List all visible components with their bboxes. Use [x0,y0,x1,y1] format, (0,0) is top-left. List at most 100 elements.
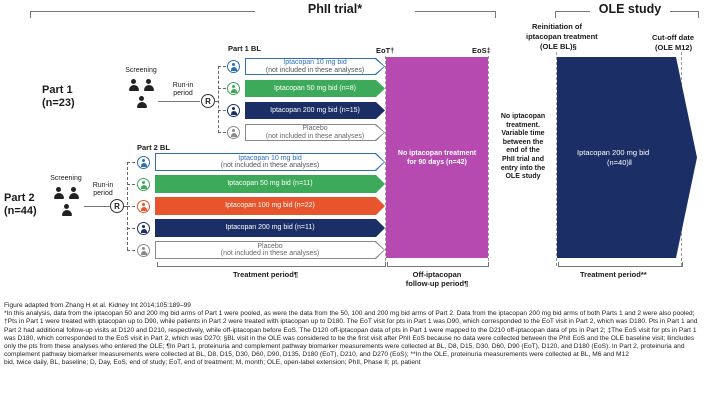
eos-dashed-line [488,56,489,266]
part1-branch-to-arm4 [218,132,226,133]
treatment-period-label: Treatment period¶ [233,270,299,279]
part1-branch-to-arm3 [218,110,226,111]
part2-screening-connector [84,206,110,207]
footnotes: Figure adapted from Zhang H et al. Kidne… [4,302,706,368]
part1-screening-person-icon [128,79,139,92]
offip-period-line1: Off-iptacopan [412,270,462,279]
part1-branch-to-arm1 [218,66,226,67]
ole-treatment-bracket [558,262,683,267]
phase2-header-tick-right [495,11,496,18]
part1-branch-vertical [218,66,219,133]
part2-arm-placebo-label: Placebo [257,242,283,250]
eos-label: EoS‡ [472,46,491,55]
footnote-main: *In this analysis, data from the iptacop… [4,310,698,359]
reinit-label-2: iptacopan treatment [526,32,598,41]
user-avatar-icon [137,244,150,257]
part1-arm-200mg-label: Iptacopan 200 mg bid (n=15) [270,106,360,114]
user-avatar-icon [227,104,240,117]
phase2-header-line-right [415,11,495,12]
ole-header-tick-right [698,11,699,18]
part2-arm-50mg: Iptacopan 50 mg bid (n=11) [155,175,385,193]
part1-title: Part 1 (n=23) [42,84,75,110]
part1-name: Part 1 [42,84,73,96]
ole-header-tick-left [555,11,556,18]
part2-screening-person-icon [68,187,79,200]
ole-box-label: Iptacopan 200 mg bid [577,147,650,157]
part2-branch-to-arm5 [127,250,135,251]
part2-title: Part 2 (n=44) [4,192,37,218]
part1-screening-person-icon [136,96,147,109]
gap-line2: treatment. [506,121,540,129]
part2-runin-label: Run-in period [86,182,120,198]
user-avatar-icon [137,200,150,213]
footnote-adapted: Figure adapted from Zhang H et al. Kidne… [4,302,191,309]
part1-arm-50mg: Iptacopan 50 mg bid (n=8) [245,80,385,97]
part1-screening-connector [158,101,200,102]
ole-bl-dashed-line [556,52,557,266]
user-avatar-icon [227,60,240,73]
part2-arm-10mg-note: (not included in these analyses) [220,162,320,169]
part2-screening-person-icon [53,187,64,200]
cutoff-label-1: Cut-off date [652,33,695,42]
part1-arm-placebo: Placebo (not included in these analyses) [245,124,385,141]
user-avatar-icon [137,178,150,191]
part2-arm-200mg: Iptacopan 200 mg bid (n=11) [155,219,385,237]
footnote-abbrev: bid, twice daily, BL, baseline; D, Day, … [4,359,421,367]
part2-arm-10mg-label: Iptacopan 10 mg bid [238,154,302,162]
ole-box: Iptacopan 200 mg bid (n=40)‖ [557,57,697,258]
eot-label: EoT† [376,46,395,55]
ole-header: OLE study [598,2,662,16]
gap-line6: PhII trial and [501,155,544,163]
offip-period-bracket [387,262,489,267]
part2-runin-line1: Run-in [92,182,114,189]
eot-dashed-line [385,56,386,266]
part1-bl-label: Part 1 BL [228,44,261,53]
user-avatar-icon [137,156,150,169]
phase2-header-line-left [30,11,255,12]
part2-screening-label: Screening [50,175,82,182]
part2-bl-label: Part 2 BL [137,143,170,152]
followup-line1: No iptacopan treatment [397,149,477,157]
part2-branch-to-arm1 [127,162,135,163]
followup-box: No iptacopan treatment for 90 days (n=42… [386,57,488,258]
part2-branch-to-arm3 [127,206,135,207]
gap-line4: between the [502,138,544,146]
part2-branch-to-arm4 [127,228,135,229]
part2-screening-person-icon [61,204,72,217]
gap-line8: OLE study [505,173,541,181]
part1-arm-200mg: Iptacopan 200 mg bid (n=15) [245,102,385,119]
part1-r-connector [214,101,218,102]
part2-arm-10mg: Iptacopan 10 mg bid (not included in the… [155,153,385,171]
part2-arm-placebo: Placebo (not included in these analyses) [155,241,385,259]
part1-arm-50mg-label: Iptacopan 50 mg bid (n=8) [274,84,356,92]
part2-arm-100mg: Iptacopan 100 mg bid (n=22) [155,197,385,215]
followup-line2: for 90 days (n=42) [407,158,467,166]
part1-branch-to-arm2 [218,88,226,89]
ole-header-line-right [670,11,698,12]
part2-arm-100mg-label: Iptacopan 100 mg bid (n=22) [225,202,315,210]
ole-treatment-period-label: Treatment period** [580,270,647,279]
part2-arm-50mg-label: Iptacopan 50 mg bid (n=11) [227,180,313,188]
gap-line7: entry into the [500,164,546,172]
offip-period-line2: follow-up period¶ [405,279,469,288]
gap-line5: end of the [506,147,540,155]
user-avatar-icon [137,222,150,235]
gap-line3: Variable time [501,130,545,138]
part1-screening-label: Screening [125,67,157,74]
part1-arm-placebo-note: (not included in these analyses) [265,132,365,140]
part2-runin-line2: period [93,190,113,197]
cutoff-label-2: (OLE M12) [655,43,693,52]
part2-arm-placebo-note: (not included in these analyses) [220,250,320,257]
part2-n: (n=44) [4,205,37,217]
treatment-period-bracket [157,262,386,267]
user-avatar-icon [227,126,240,139]
part1-arm-placebo-label: Placebo [302,125,328,132]
part1-runin-line2: period [173,90,193,97]
gap-line1: No iptacopan [500,113,546,120]
reinit-label-3: (OLE BL)§ [540,42,577,51]
part1-n: (n=23) [42,97,75,109]
part1-arm-10mg: Iptacopan 10 mg bid (not included in the… [245,58,385,75]
offip-period-label: Off-iptacopan follow-up period¶ [387,270,487,288]
ole-box-n: (n=40)‖ [607,157,632,167]
ole-header-line-left [555,11,590,12]
